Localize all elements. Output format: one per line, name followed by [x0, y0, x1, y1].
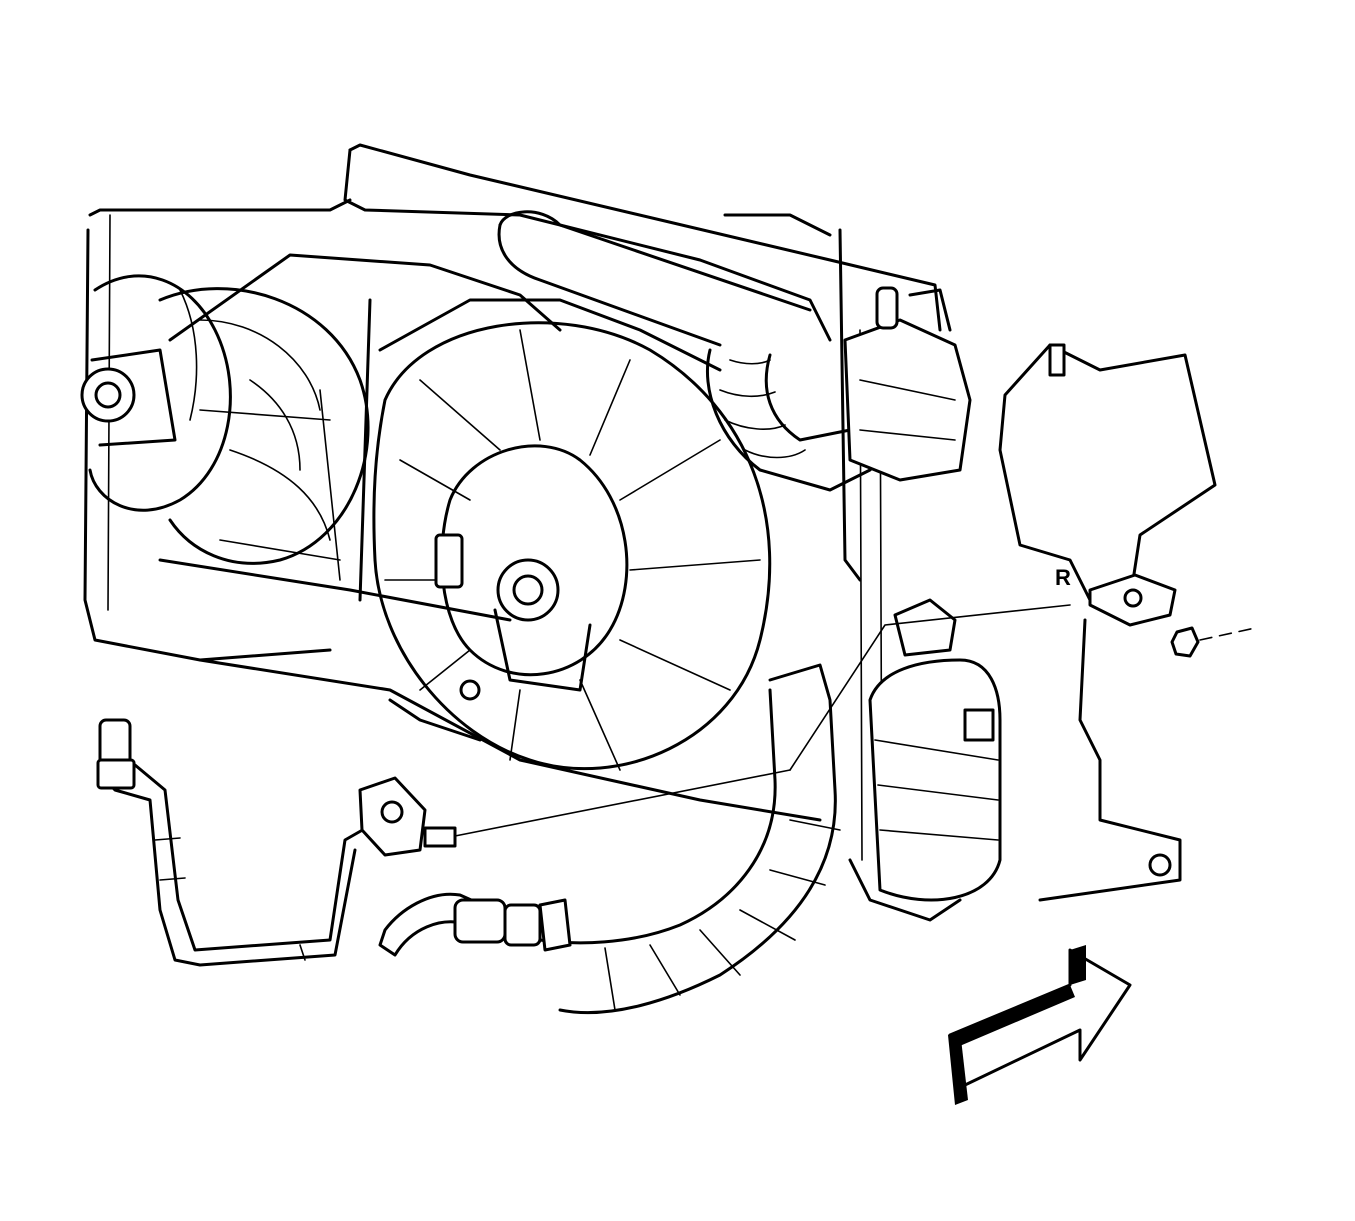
left-cooling-fan — [80, 274, 370, 565]
radiator — [83, 143, 942, 871]
callout-r: R — [1055, 565, 1071, 590]
fan-motor-connector — [434, 533, 464, 589]
leader-line — [789, 604, 1071, 771]
condenser-receiver-dehydrator — [848, 598, 1002, 922]
surge-tank — [843, 286, 972, 482]
front-of-vehicle-arrow — [948, 945, 1132, 1105]
ac-line-with-service-port — [96, 718, 382, 967]
lower-radiator-hose — [378, 663, 841, 1015]
mounting-bracket — [998, 343, 1217, 902]
service-port-cap-icon — [98, 718, 132, 767]
bolt — [1170, 626, 1256, 658]
right-cooling-fan — [372, 321, 772, 771]
refrigerant-pressure-sensor — [358, 769, 791, 857]
upper-radiator-hose — [497, 210, 892, 492]
